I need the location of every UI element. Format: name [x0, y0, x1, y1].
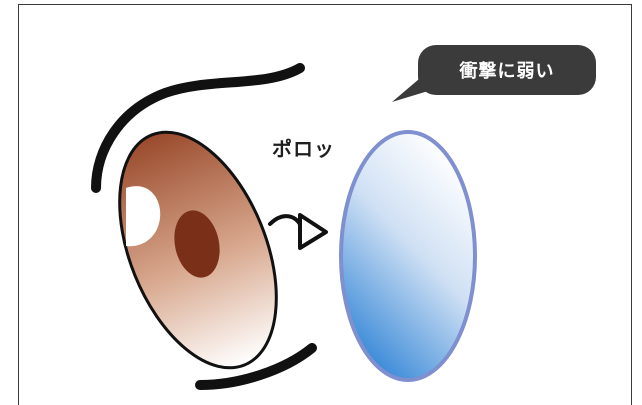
speech-bubble: 衝撃に弱い — [418, 45, 596, 95]
lower-eyelid — [195, 343, 317, 390]
motion-arrow-icon — [268, 214, 304, 230]
contact-lens — [339, 130, 477, 382]
pupil — [174, 210, 220, 278]
speech-bubble-text: 衝撃に弱い — [459, 61, 555, 82]
sound-effect-text: ポロッ — [272, 137, 335, 161]
eye-highlight — [126, 186, 161, 247]
upper-eyelid — [91, 63, 305, 193]
motion-arrow-head — [298, 213, 328, 250]
